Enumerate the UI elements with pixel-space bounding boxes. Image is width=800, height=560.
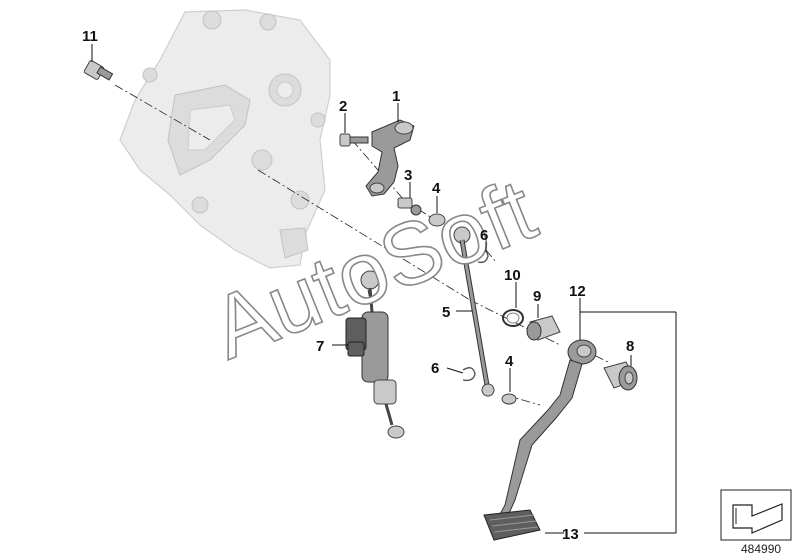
callout-13: 13 bbox=[562, 526, 579, 543]
washer-4-lower bbox=[501, 393, 517, 405]
gear-shift-lever-12 bbox=[483, 339, 597, 541]
callout-12: 12 bbox=[569, 283, 586, 300]
bolt-8 bbox=[603, 361, 638, 391]
callout-5: 5 bbox=[442, 304, 450, 321]
document-number: 484990 bbox=[741, 542, 781, 556]
ball-stud-3 bbox=[397, 197, 422, 216]
callout-6-lower: 6 bbox=[431, 360, 439, 377]
view-symbol-box bbox=[720, 489, 792, 541]
callout-labels: 11 2 1 3 4 6 10 9 12 5 7 8 6 4 13 bbox=[82, 28, 634, 543]
washer-4-upper bbox=[428, 213, 446, 227]
seal-ring-10 bbox=[502, 309, 524, 327]
shift-rod-5 bbox=[453, 226, 495, 397]
bolt-11 bbox=[83, 60, 114, 81]
callout-6-upper: 6 bbox=[480, 227, 488, 244]
shift-actuator-7 bbox=[345, 270, 405, 439]
shift-lever-bracket-1 bbox=[365, 119, 415, 197]
callout-1: 1 bbox=[392, 88, 400, 105]
callout-3: 3 bbox=[404, 167, 412, 184]
clip-6-lower bbox=[462, 367, 476, 382]
callout-8: 8 bbox=[626, 338, 634, 355]
callout-4-lower: 4 bbox=[505, 353, 514, 370]
bushing-9 bbox=[526, 315, 561, 341]
callout-9: 9 bbox=[533, 288, 541, 305]
callout-4-upper: 4 bbox=[432, 180, 441, 197]
clip-6-upper bbox=[477, 248, 489, 264]
callout-11: 11 bbox=[82, 28, 98, 45]
screw-2 bbox=[339, 133, 369, 147]
callout-2: 2 bbox=[339, 98, 347, 115]
transmission-housing-ghost bbox=[119, 9, 331, 269]
callout-7: 7 bbox=[316, 338, 324, 355]
callout-10: 10 bbox=[504, 267, 521, 284]
callout-leaders bbox=[91, 44, 677, 534]
